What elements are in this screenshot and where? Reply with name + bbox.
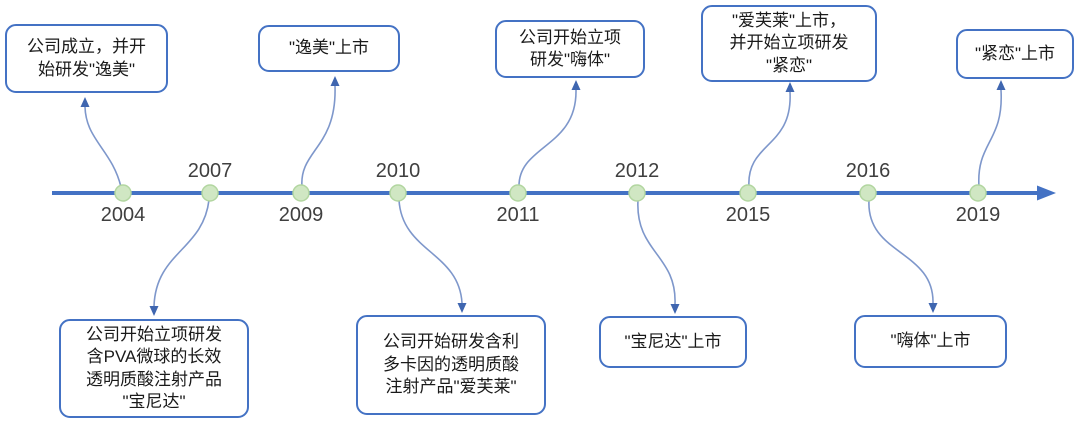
milestone-box-2016: "嗨体"上市 (854, 315, 1007, 368)
milestone-box-2012: "宝尼达"上市 (599, 316, 747, 368)
milestone-box-2011: 公司开始立项 研发"嗨体" (495, 20, 645, 78)
timeline-dot-2015 (739, 184, 757, 202)
year-label-2015: 2015 (725, 204, 771, 226)
year-label-2012: 2012 (614, 160, 660, 182)
milestone-box-2010: 公司开始研发含利 多卡因的透明质酸 注射产品"爱芙莱" (356, 315, 546, 415)
timeline-dot-2012 (628, 184, 646, 202)
milestone-box-2019: "紧恋"上市 (956, 29, 1074, 79)
connector-2011 (518, 89, 577, 188)
year-label-2009: 2009 (278, 204, 324, 226)
milestone-box-2015: "爱芙莱"上市， 并开始立项研发 "紧恋" (701, 5, 877, 82)
connector-2019-arrowhead-icon (996, 80, 1006, 90)
timeline-dot-2007 (201, 184, 219, 202)
timeline-dot-2010 (389, 184, 407, 202)
connector-2016-arrowhead-icon (928, 303, 938, 313)
timeline-dot-2019 (969, 184, 987, 202)
year-label-2004: 2004 (100, 204, 146, 226)
year-label-2010: 2010 (375, 160, 421, 182)
connector-2012 (637, 199, 676, 305)
connector-2016 (868, 199, 934, 304)
connector-2009 (301, 85, 336, 188)
timeline-dot-2016 (859, 184, 877, 202)
connector-2010 (398, 199, 463, 304)
timeline-dot-2004 (114, 184, 132, 202)
connector-2012-arrowhead-icon (670, 304, 680, 314)
year-label-2019: 2019 (955, 204, 1001, 226)
connector-2015 (748, 91, 791, 188)
connector-2010-arrowhead-icon (457, 303, 467, 313)
connector-2019 (978, 89, 1002, 188)
year-label-2011: 2011 (496, 204, 540, 226)
year-label-2007: 2007 (187, 160, 233, 182)
timeline-dot-2011 (509, 184, 527, 202)
connector-2011-arrowhead-icon (571, 80, 581, 90)
timeline-dot-2009 (292, 184, 310, 202)
milestone-box-2007: 公司开始立项研发 含PVA微球的长效 透明质酸注射产品 "宝尼达" (59, 319, 249, 418)
year-label-2016: 2016 (845, 160, 891, 182)
timeline-axis-arrowhead-icon (1037, 185, 1056, 201)
connector-2004-arrowhead-icon (80, 97, 90, 107)
connector-2009-arrowhead-icon (330, 76, 340, 86)
connector-2007-arrowhead-icon (149, 306, 159, 316)
milestone-box-2009: "逸美"上市 (258, 25, 400, 72)
connector-2015-arrowhead-icon (785, 82, 795, 92)
connector-2007 (153, 199, 210, 307)
connector-2004 (84, 106, 122, 188)
milestone-box-2004: 公司成立，并开 始研发"逸美" (5, 24, 168, 93)
